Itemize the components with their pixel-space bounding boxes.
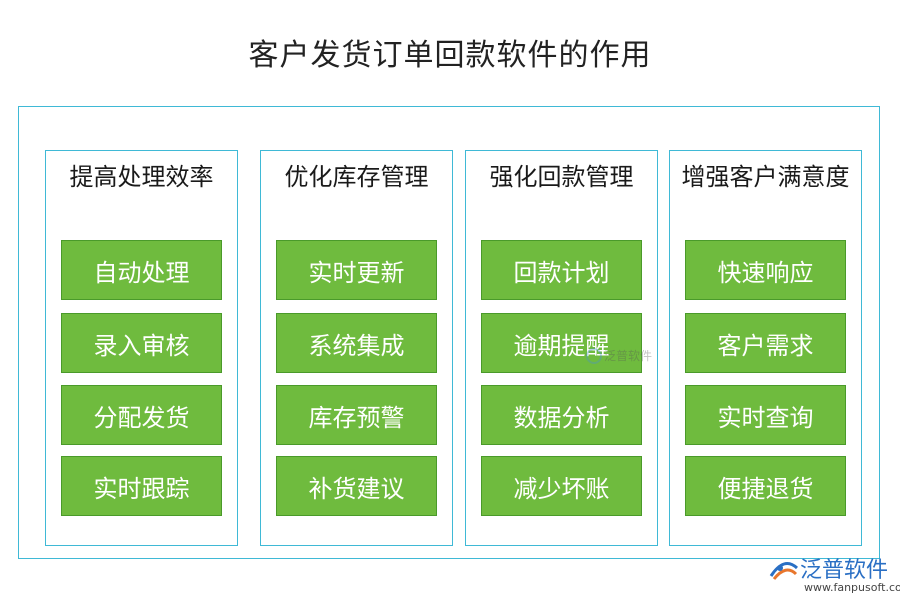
column-heading: 优化库存管理 bbox=[284, 163, 429, 191]
column-heading: 增强客户满意度 bbox=[681, 163, 850, 191]
item-box: 回款计划 bbox=[481, 240, 642, 300]
item-box: 实时跟踪 bbox=[61, 456, 222, 516]
item-box: 补货建议 bbox=[276, 456, 437, 516]
diagram-title: 客户发货订单回款软件的作用 bbox=[248, 38, 652, 73]
logo-name: 泛普软件 bbox=[800, 558, 889, 583]
item-box: 减少坏账 bbox=[481, 456, 642, 516]
item-box: 自动处理 bbox=[61, 240, 222, 300]
item-box: 逾期提醒 bbox=[481, 313, 642, 373]
logo-url: www.fanpusoft.com bbox=[804, 581, 900, 594]
item-box: 客户需求 bbox=[685, 313, 846, 373]
column-payment: 强化回款管理 回款计划 逾期提醒 数据分析 减少坏账 bbox=[465, 150, 658, 546]
column-efficiency: 提高处理效率 自动处理 录入审核 分配发货 实时跟踪 bbox=[45, 150, 238, 546]
fanpu-logo-icon bbox=[769, 562, 799, 580]
item-box: 库存预警 bbox=[276, 385, 437, 445]
watermark-logo-icon bbox=[586, 347, 602, 364]
watermark: 泛普软件 bbox=[586, 347, 652, 364]
item-box: 录入审核 bbox=[61, 313, 222, 373]
brand-logo: 泛普软件 www.fanpusoft.com bbox=[768, 554, 900, 598]
watermark-text: 泛普软件 bbox=[604, 349, 653, 363]
item-box: 实时查询 bbox=[685, 385, 846, 445]
column-heading: 提高处理效率 bbox=[69, 163, 214, 191]
item-box: 快速响应 bbox=[685, 240, 846, 300]
item-box: 分配发货 bbox=[61, 385, 222, 445]
column-inventory: 优化库存管理 实时更新 系统集成 库存预警 补货建议 bbox=[260, 150, 453, 546]
item-box: 数据分析 bbox=[481, 385, 642, 445]
item-box: 系统集成 bbox=[276, 313, 437, 373]
outer-frame bbox=[18, 106, 880, 559]
column-satisfaction: 增强客户满意度 快速响应 客户需求 实时查询 便捷退货 bbox=[669, 150, 862, 546]
column-heading: 强化回款管理 bbox=[489, 163, 634, 191]
item-box: 实时更新 bbox=[276, 240, 437, 300]
item-box: 便捷退货 bbox=[685, 456, 846, 516]
